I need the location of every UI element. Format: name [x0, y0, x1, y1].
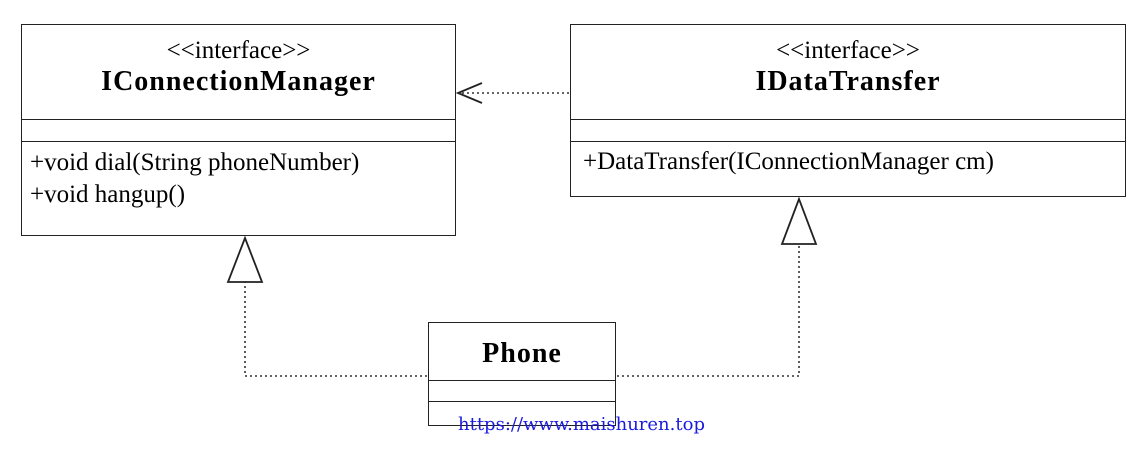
class-name: IDataTransfer [755, 66, 941, 97]
attributes-section [22, 120, 455, 142]
class-name: Phone [482, 338, 562, 369]
stereotype-label: <<interface>> [166, 37, 311, 64]
operation-constructor: +DataTransfer(IConnectionManager cm) [583, 148, 994, 175]
operations-section: +void dial(String phoneNumber) +void han… [22, 142, 455, 211]
operations-section: +DataTransfer(IConnectionManager cm) [571, 142, 1125, 178]
realization-arrowhead-iconnection [226, 235, 264, 283]
class-header: Phone [429, 323, 615, 381]
class-iconnection-manager: <<interface>> IConnectionManager +void d… [21, 24, 456, 236]
dependency-arrowhead [455, 82, 483, 104]
operation-hangup: +void hangup() [30, 181, 186, 208]
watermark-link[interactable]: https://www.maishuren.top [458, 414, 705, 435]
realization-line-idata [617, 244, 800, 377]
realization-line-iconnection [244, 282, 427, 377]
class-name: IConnectionManager [101, 66, 376, 97]
operation-dial: +void dial(String phoneNumber) [30, 149, 360, 176]
class-header: <<interface>> IDataTransfer [571, 25, 1125, 120]
realization-arrowhead-idata [780, 196, 818, 245]
class-idata-transfer: <<interface>> IDataTransfer +DataTransfe… [570, 24, 1126, 197]
class-phone: Phone [428, 322, 616, 426]
class-header: <<interface>> IConnectionManager [22, 25, 455, 120]
stereotype-label: <<interface>> [776, 37, 920, 64]
attributes-section [571, 120, 1125, 142]
attributes-section [429, 381, 615, 402]
